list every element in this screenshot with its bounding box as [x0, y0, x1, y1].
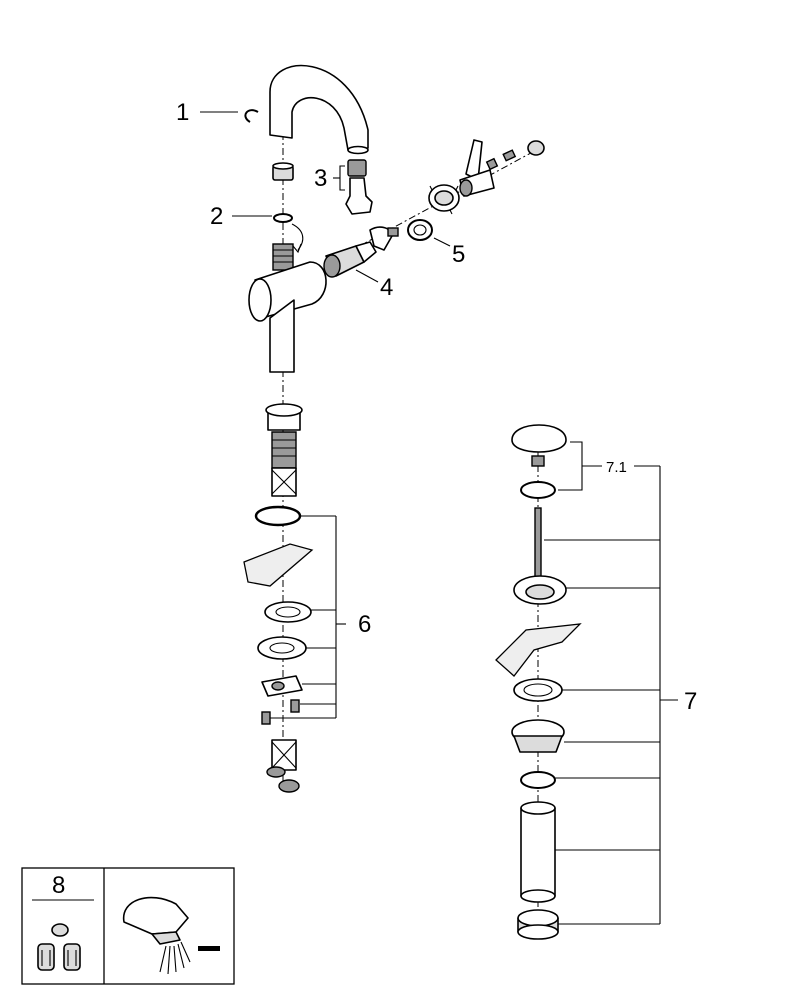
escutcheon-nut — [428, 184, 460, 215]
leader-lines — [200, 111, 678, 925]
drain-tube — [520, 801, 556, 903]
mounting-shank — [265, 403, 303, 497]
label-2: 2 — [210, 203, 223, 230]
part-6-mounting-set — [243, 505, 314, 793]
part-4-cartridge — [323, 241, 377, 278]
label-6: 6 — [358, 611, 371, 638]
part-2-o-ring — [273, 213, 293, 223]
lever-handle — [459, 139, 495, 197]
part-7-1-stopper — [511, 424, 567, 453]
faucet-assembly — [243, 64, 545, 793]
set-screw — [485, 140, 545, 171]
part-3-aerator — [345, 159, 373, 215]
drain-assembly — [495, 424, 582, 940]
label-5: 5 — [452, 241, 465, 268]
part-1-clip — [244, 109, 259, 123]
part-7-1-seal — [520, 481, 556, 499]
drain-nut — [511, 719, 565, 753]
label-4: 4 — [380, 274, 393, 301]
label-3: 3 — [314, 165, 327, 192]
drain-bottom-nut — [517, 909, 559, 940]
spout-nut — [272, 162, 294, 181]
drain-washer — [513, 678, 563, 702]
label-1: 1 — [176, 99, 189, 126]
label-8: 8 — [52, 872, 65, 899]
drain-rod — [534, 507, 542, 579]
inset-box-part-8: 8 — [21, 867, 235, 985]
part-labels: 1 2 3 4 5 6 7.1 7 — [176, 99, 697, 715]
drain-ring — [520, 771, 556, 789]
label-7-1: 7.1 — [606, 459, 627, 476]
minus-icon — [198, 946, 220, 951]
label-7: 7 — [684, 688, 697, 715]
valve-body — [248, 243, 327, 373]
part-5-ring — [407, 219, 433, 241]
spray-aerator-icon — [122, 896, 191, 975]
aerator-set-icon — [37, 923, 81, 971]
spout — [269, 64, 369, 151]
